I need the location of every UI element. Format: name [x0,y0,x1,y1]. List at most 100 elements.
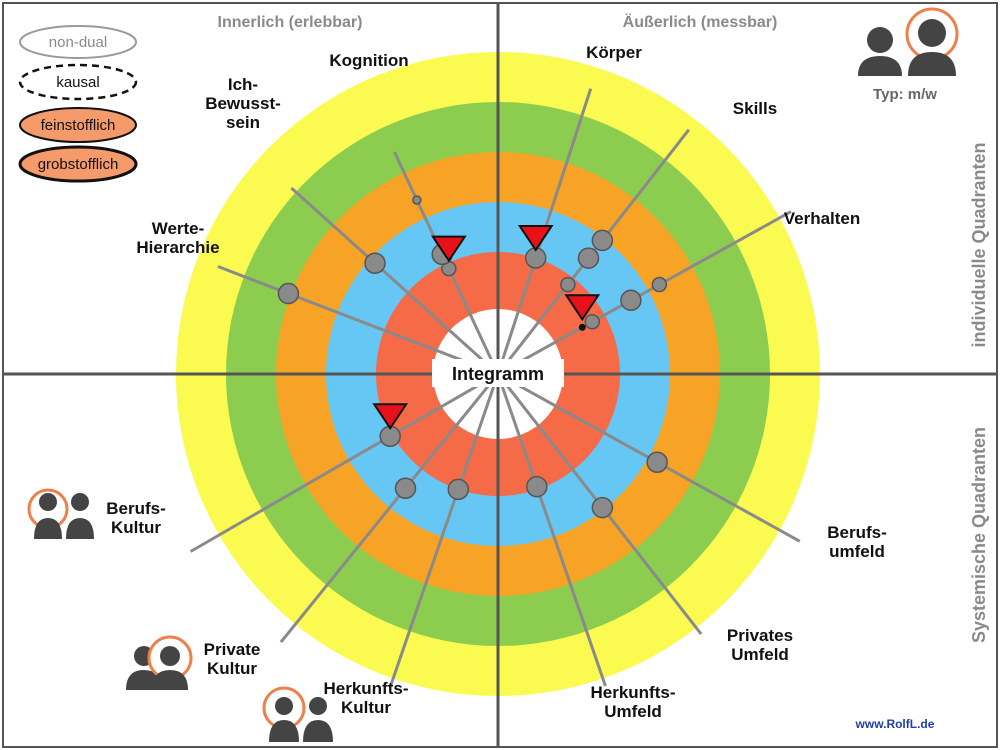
spoke-herkunfts-umfeld: Herkunfts-Umfeld [496,373,676,721]
spoke-herkunfts-kultur: Herkunfts-Kultur [323,373,500,717]
spoke-dot [620,289,642,312]
spoke-line [389,373,500,687]
group-icon-private-kultur [126,635,193,690]
spoke-verhalten: Verhalten [497,209,861,376]
spoke-label-line: Hierarchie [136,238,219,257]
spoke-label-line: Ich- [228,75,258,94]
spoke-kognition: Kognition [217,51,499,376]
spokes-layer: KognitionIch-Bewusst-seinWerte-Hierarchi… [106,43,887,721]
quadrant-title-top-right: Äußerlich (messbar) [623,13,778,31]
center-label: Integramm [452,364,544,384]
spoke-label-line: Umfeld [731,645,789,664]
spoke-label-line: Herkunfts- [323,679,408,698]
legend-feinstofflich-label: feinstofflich [41,117,116,134]
spoke-berufs-umfeld: Berufs-umfeld [497,372,887,561]
spoke-dot [560,276,576,293]
spoke-label-line: Kognition [329,51,408,70]
group-icon-herkunfts-kultur [262,686,333,742]
spoke-koerper: Körper [496,43,642,375]
spoke-label-berufs-kultur: Berufs-Kultur [106,499,166,537]
person-icon [269,720,299,742]
spoke-dot [364,252,386,275]
spoke-label-line: Umfeld [604,702,662,721]
level-marker-icon [430,235,467,263]
spoke-label-line: Kultur [111,518,161,537]
person-icon-male-body [858,56,902,76]
spoke-label-werte-hierarchie: Werte-Hierarchie [136,219,219,257]
spoke-label-verhalten: Verhalten [784,209,861,228]
spoke-line [290,186,500,376]
person-icon [71,493,89,511]
spoke-label-koerper: Körper [586,43,642,62]
spoke-dot [577,247,600,269]
legend-feinstofflich-shape [19,107,137,143]
spoke-label-line: Körper [586,43,642,62]
person-icon [160,646,180,666]
person-icon [309,697,327,715]
center-label-bg [432,359,564,387]
person-icon [152,670,188,690]
spoke-dot [651,276,668,293]
spoke-ich-bewusstsein: Ich-Bewusst-sein [205,75,500,376]
spoke-line [189,372,499,553]
person-icon [275,697,293,715]
spoke-dot [591,496,614,519]
level-marker-icon [517,224,554,252]
spoke-label-line: Herkunfts- [590,683,675,702]
spoke-line [497,210,792,376]
credit-link[interactable]: www.RolfL.de [855,717,935,731]
spoke-dot [584,314,600,330]
spoke-label-herkunfts-kultur: Herkunfts-Kultur [323,679,408,717]
spoke-dot [646,451,668,473]
person-icon-male-head [867,27,893,53]
level-marker-icon [564,294,601,322]
spoke-label-line: umfeld [829,542,885,561]
spoke-line [217,265,499,376]
spoke-line [279,373,500,644]
spoke-label-line: Privates [727,626,793,645]
spoke-label-line: Kultur [341,698,391,717]
person-icon-female-body [908,52,956,76]
spoke-line [496,373,607,687]
person-icon-female-head [918,19,946,47]
spoke-label-line: Private [204,640,261,659]
marker-point [578,323,586,331]
legend-kausal-shape [18,63,138,101]
spoke-label-kognition: Kognition [329,51,408,70]
spoke-label-line: Skills [733,99,777,118]
legend: non-dual kausal feinstofflich grobstoffl… [18,25,138,183]
spoke-label-line: Werte- [152,219,205,238]
spoke-dot [277,282,300,305]
person-icon [66,518,94,539]
spoke-label-herkunfts-umfeld: Herkunfts-Umfeld [590,683,675,721]
person-icon [39,493,57,511]
person-icon [303,720,333,742]
spoke-werte-hierarchie: Werte-Hierarchie [136,151,500,375]
spoke-skills: Skills [496,99,777,375]
quadrant-title-systemic: Systemische Quadranten [969,427,989,643]
spoke-label-skills: Skills [733,99,777,118]
spoke-berufs-kultur: Berufs-Kultur [106,372,499,553]
legend-grobstofflich-shape [18,145,138,183]
spoke-dot [394,477,417,499]
legend-non-dual-label: non-dual [49,34,107,51]
spoke-label-ich-bewusstsein: Ich-Bewusst-sein [205,75,281,132]
person-icon [34,518,62,539]
spoke-dot [526,475,548,498]
spoke-dot [412,195,422,205]
legend-grobstofflich-label: grobstofflich [38,156,119,173]
spoke-label-berufs-umfeld: Berufs-umfeld [827,523,887,561]
spoke-label-line: sein [226,113,260,132]
quadrant-title-top-left: Innerlich (erlebbar) [218,14,363,31]
spoke-label-line: Kultur [207,659,257,678]
spoke-label-line: Bewusst- [205,94,281,113]
legend-non-dual-shape [19,25,137,59]
spoke-label-line: Berufs- [106,499,166,518]
spoke-label-line: Berufs- [827,523,887,542]
